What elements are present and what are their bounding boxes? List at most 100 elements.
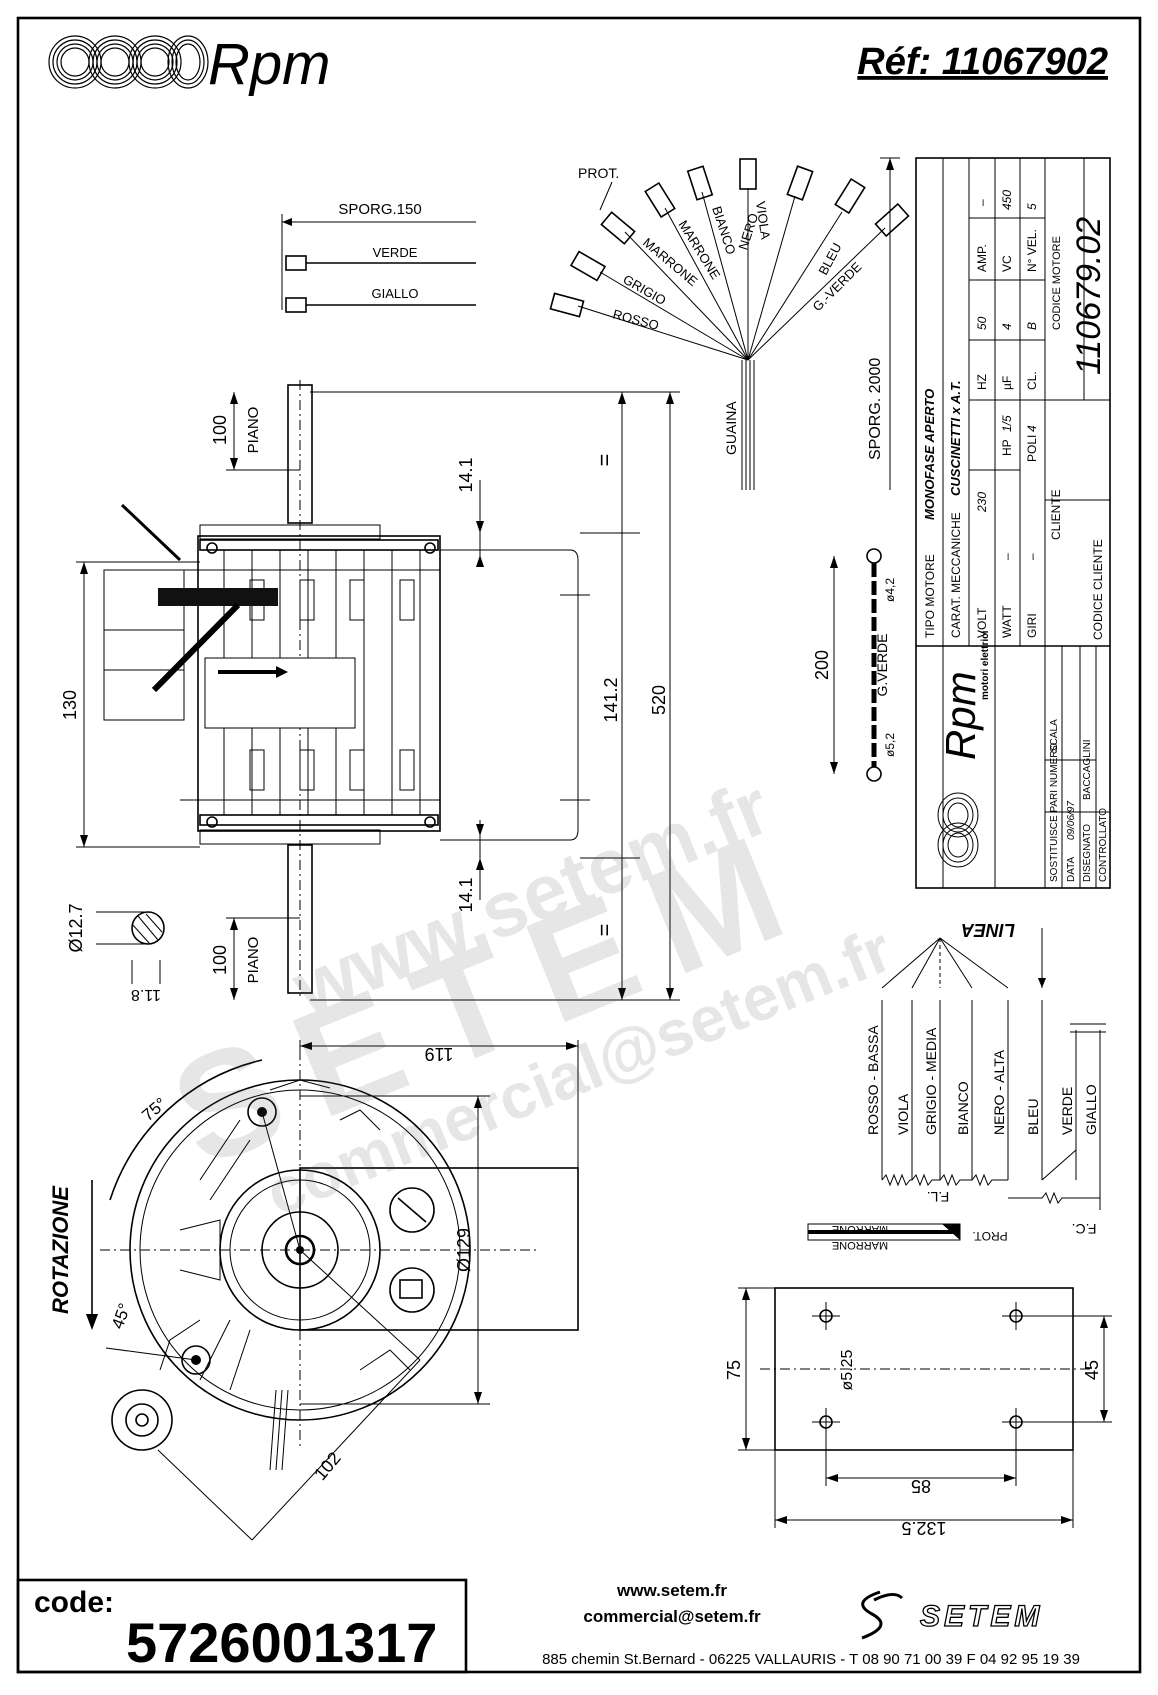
ground-wire-length: 200 — [812, 650, 832, 680]
codice-motore-label: CODICE MOTORE — [1051, 236, 1063, 330]
coil-logo-icon — [48, 35, 209, 89]
carat-label: CARAT. MECCANICHE — [949, 512, 963, 638]
brand-name: Rpm — [208, 32, 330, 97]
dim-130: 130 — [60, 690, 80, 720]
title-block: TIPO MOTORE MONOFASE APERTO CARAT. MECCA… — [915, 157, 1111, 889]
wiring-label-verde: VERDE — [1059, 1087, 1075, 1135]
vc-label: VC — [1000, 255, 1014, 272]
dim-129: Ø129 — [454, 1228, 474, 1272]
wire-harness: PROT. ROSSO GRIGIO MARRONE MARRONE BIANC… — [549, 157, 910, 490]
rpm-logo: Rpm — [48, 32, 330, 97]
disegnato-label: DISEGNATO — [1082, 824, 1093, 882]
harness-label-bianco: BIANCO — [709, 204, 739, 256]
equal-top: = — [592, 454, 617, 467]
poli-value: 4 — [1025, 425, 1039, 432]
wiring-label-bianco: BIANCO — [955, 1081, 971, 1135]
piano-top-label: PIANO — [245, 407, 262, 454]
dim-132-5: 132.5 — [901, 1518, 946, 1538]
hz-value: 50 — [975, 316, 989, 330]
prot-label: PROT. — [578, 165, 619, 181]
guaina-label: GUAINA — [723, 401, 739, 455]
data-label: DATA — [1066, 856, 1077, 882]
code-value: 5726001317 — [126, 1611, 437, 1674]
nvel-value: 5 — [1025, 203, 1039, 210]
hp-label: HP — [1000, 439, 1014, 456]
motor-front-view: 75° 45° ROTAZIONE 119 Ø129 102 — [48, 1040, 579, 1541]
tipo-motore-label: TIPO MOTORE — [923, 554, 937, 638]
watt-value: – — [1000, 553, 1014, 560]
setem-logo-text: SETEM — [920, 1600, 1043, 1633]
giri-label: GIRI — [1025, 613, 1039, 638]
short-wires-detail: SPORG.150 VERDE GIALLO — [281, 201, 476, 313]
wiring-diagram: LINEA ROSSO - BASSA VIOLA GRIGIO - MEDIA… — [807, 920, 1106, 1251]
cl-value: B — [1025, 322, 1039, 330]
amp-label: AMP. — [975, 244, 989, 272]
wiring-label-bleu: BLEU — [1025, 1098, 1041, 1135]
uf-label: µF — [1000, 376, 1014, 390]
code-label: code: — [34, 1586, 114, 1619]
ground-wire-dia-top: ø4,2 — [883, 578, 897, 602]
wiring-marrone-1: MARRONE — [832, 1223, 888, 1235]
small-rpm-logo: Rpm motori elettrici — [937, 630, 991, 868]
watt-label: WATT — [1000, 605, 1014, 638]
volt-value: 230 — [975, 492, 989, 513]
fc-label: F.C. — [1072, 1221, 1097, 1237]
disegnato-value: BACCAGLINI — [1082, 739, 1093, 800]
harness-label-grigio: GRIGIO — [621, 272, 669, 308]
rotation-direction-icon — [86, 1314, 98, 1330]
rotazione-label: ROTAZIONE — [48, 1185, 73, 1314]
wiring-label-rosso-bassa: ROSSO - BASSA — [865, 1025, 881, 1135]
sporg-150-label: SPORG.150 — [338, 201, 421, 218]
shaft-diameter: Ø12.7 — [66, 903, 86, 952]
cl-label: CL. — [1025, 371, 1039, 390]
vc-value: 450 — [1000, 190, 1014, 210]
cliente-label: CLIENTE — [1049, 489, 1063, 540]
wire-verde-label: VERDE — [373, 245, 418, 260]
equal-bottom: = — [592, 924, 617, 937]
dim-520: 520 — [649, 685, 669, 715]
small-logo-subtext: motori elettrici — [980, 630, 991, 700]
footer-address: 885 chemin St.Bernard - 06225 VALLAURIS … — [542, 1651, 1080, 1668]
piano-bottom-label: PIANO — [245, 937, 262, 984]
harness-label-rosso: ROSSO — [611, 306, 660, 333]
nvel-label: N° VEL. — [1025, 229, 1039, 272]
hp-value: 1/5 — [1000, 415, 1014, 432]
piano-top-dim: 100 — [210, 415, 230, 445]
footer-email[interactable]: commercial@setem.fr — [583, 1607, 761, 1626]
dim-14-1-bottom: 14.1 — [456, 877, 476, 912]
codice-motore-value: 110679.02 — [1070, 217, 1108, 375]
volt-label: VOLT — [975, 607, 989, 638]
dim-85: 85 — [911, 1476, 931, 1496]
footer-website[interactable]: www.setem.fr — [616, 1581, 727, 1600]
dim-75: 75 — [724, 1360, 744, 1380]
fl-label: F.L. — [927, 1189, 950, 1205]
wiring-label-giallo: GIALLO — [1083, 1084, 1099, 1135]
angle-75: 75° — [138, 1094, 170, 1125]
poli-label: POLI — [1025, 435, 1039, 462]
hole-diameter: ø5.25 — [839, 1349, 856, 1390]
reference-number: Réf: 11067902 — [857, 41, 1108, 83]
setem-swirl-icon — [861, 1590, 904, 1640]
controllato-label: CONTROLLATO — [1098, 808, 1109, 882]
scala-label: SCALA — [1049, 719, 1060, 752]
ground-wire-label: G.VERDE — [874, 633, 890, 696]
sostituisce-label: SOSTITUISCE PARI NUMERO — [1049, 743, 1060, 882]
data-value: 09/06/97 — [1066, 801, 1077, 840]
footer: code: 5726001317 www.setem.fr commercial… — [16, 1578, 1080, 1674]
sporg-2000-label: SPORG. 2000 — [867, 358, 884, 460]
dim-141-2: 141.2 — [601, 677, 621, 722]
wiring-label-viola: VIOLA — [895, 1093, 911, 1135]
sheet-border — [16, 16, 1142, 1674]
uf-value: 4 — [1000, 323, 1014, 330]
hz-label: HZ — [975, 374, 989, 390]
wiring-prot-label: PROT. — [972, 1229, 1007, 1243]
ground-wire-detail: 200 G.VERDE ø4,2 ø5,2 — [812, 548, 897, 782]
small-coil-icon — [937, 792, 979, 868]
setem-logo: SETEM — [861, 1590, 1043, 1640]
wiring-marrone-2: MARRONE — [832, 1239, 888, 1251]
shaft-flat: 11.8 — [131, 986, 161, 1003]
watermark: www.setem.fr SETEM commercial@setem.fr — [151, 762, 902, 1229]
dim-102: 102 — [310, 1448, 345, 1484]
